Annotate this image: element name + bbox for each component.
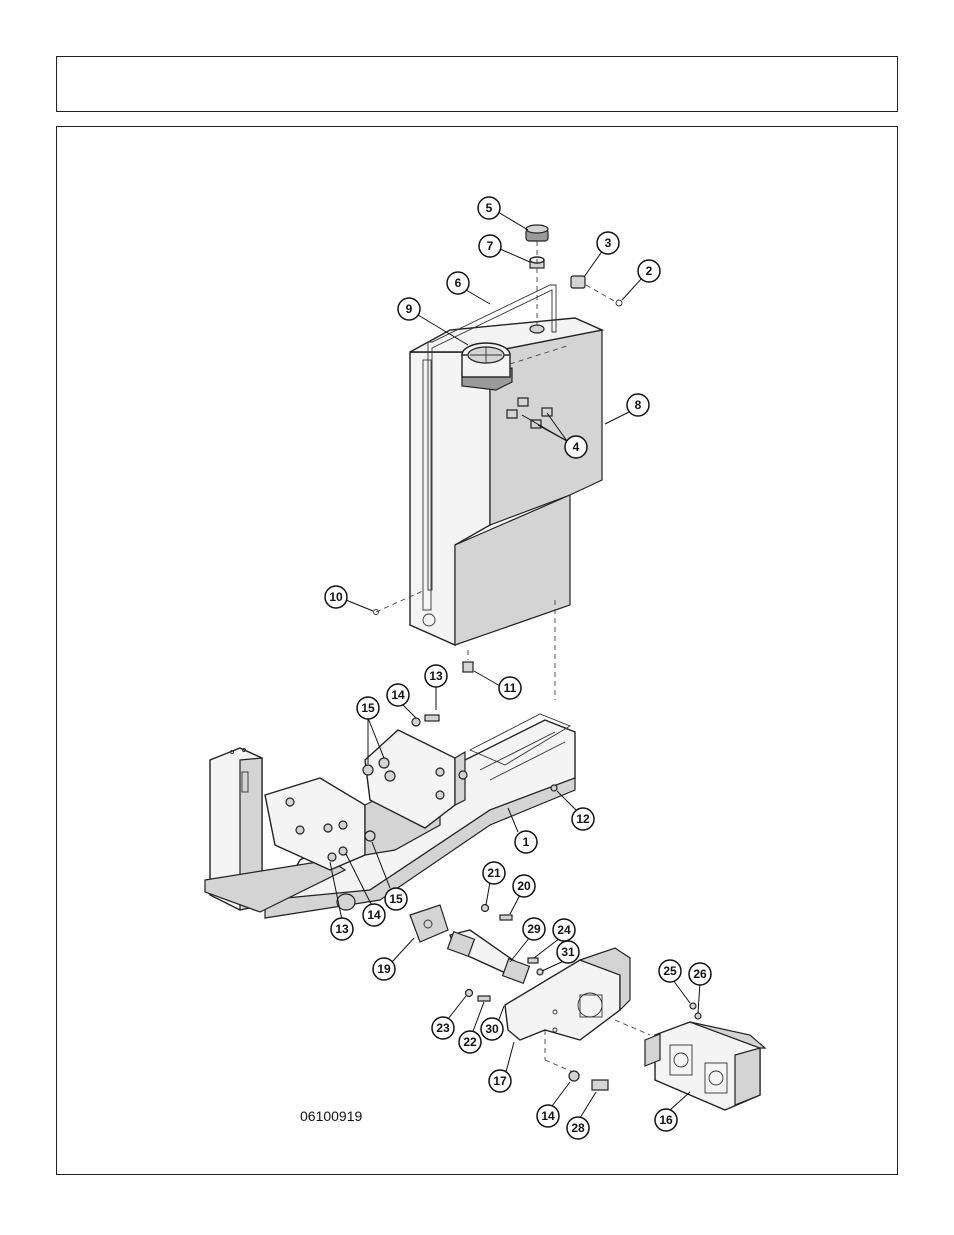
svg-text:20: 20 xyxy=(517,879,531,893)
callout-29: 29 xyxy=(523,918,545,940)
bolt-28 xyxy=(592,1080,608,1090)
svg-text:5: 5 xyxy=(486,201,493,215)
svg-text:13: 13 xyxy=(429,669,443,683)
svg-text:25: 25 xyxy=(663,964,677,978)
callout-4: 4 xyxy=(565,436,587,458)
callout-13-lower: 13 xyxy=(331,918,353,940)
svg-text:16: 16 xyxy=(659,1113,673,1127)
svg-text:24: 24 xyxy=(557,923,571,937)
drawing-number: 06100919 xyxy=(300,1108,362,1124)
callout-3: 3 xyxy=(597,232,619,254)
svg-text:26: 26 xyxy=(693,967,707,981)
svg-text:14: 14 xyxy=(541,1109,555,1123)
callout-8: 8 xyxy=(627,394,649,416)
drive-coupler xyxy=(410,905,543,1002)
callout-17: 17 xyxy=(489,1070,511,1092)
svg-text:15: 15 xyxy=(361,701,375,715)
callout-31: 31 xyxy=(557,941,579,963)
svg-text:1: 1 xyxy=(523,835,530,849)
svg-text:28: 28 xyxy=(571,1121,585,1135)
svg-text:31: 31 xyxy=(561,945,575,959)
callout-10: 10 xyxy=(325,586,347,608)
svg-text:2: 2 xyxy=(646,264,653,278)
svg-text:22: 22 xyxy=(463,1035,477,1049)
svg-text:23: 23 xyxy=(436,1021,450,1035)
callout-15-lower: 15 xyxy=(385,888,407,910)
callout-2: 2 xyxy=(638,260,660,282)
callout-15-upper: 15 xyxy=(357,697,379,719)
svg-text:14: 14 xyxy=(367,908,381,922)
callout-14-middle: 14 xyxy=(363,904,385,926)
svg-text:14: 14 xyxy=(391,688,405,702)
callout-26: 26 xyxy=(689,963,711,985)
svg-text:4: 4 xyxy=(573,440,580,454)
svg-text:15: 15 xyxy=(389,892,403,906)
callout-25: 25 xyxy=(659,960,681,982)
callout-11: 11 xyxy=(499,677,521,699)
svg-text:19: 19 xyxy=(377,962,391,976)
callout-12: 12 xyxy=(572,808,594,830)
callout-28: 28 xyxy=(567,1117,589,1139)
callout-1: 1 xyxy=(515,831,537,853)
callout-20: 20 xyxy=(513,875,535,897)
callout-7: 7 xyxy=(479,235,501,257)
callout-21: 21 xyxy=(483,862,505,884)
callout-5: 5 xyxy=(478,197,500,219)
svg-text:21: 21 xyxy=(487,866,501,880)
filler-neck xyxy=(530,325,544,333)
svg-text:13: 13 xyxy=(335,922,349,936)
svg-text:9: 9 xyxy=(406,302,413,316)
svg-text:29: 29 xyxy=(527,922,541,936)
svg-text:17: 17 xyxy=(493,1074,507,1088)
callout-23: 23 xyxy=(432,1017,454,1039)
callout-9: 9 xyxy=(398,298,420,320)
svg-text:7: 7 xyxy=(487,239,494,253)
fitting-2 xyxy=(616,300,622,306)
hydraulic-pump xyxy=(645,1003,765,1110)
washer-14 xyxy=(569,1071,579,1081)
svg-text:10: 10 xyxy=(329,590,343,604)
plug-3 xyxy=(571,276,585,288)
svg-text:3: 3 xyxy=(605,236,612,250)
callout-22: 22 xyxy=(459,1031,481,1053)
callout-24: 24 xyxy=(553,919,575,941)
svg-text:8: 8 xyxy=(635,398,642,412)
tank-filter xyxy=(462,343,512,390)
svg-text:12: 12 xyxy=(576,812,590,826)
callout-30: 30 xyxy=(481,1018,503,1040)
svg-text:11: 11 xyxy=(504,681,517,695)
callout-14-lower: 14 xyxy=(537,1105,559,1127)
callout-16: 16 xyxy=(655,1109,677,1131)
svg-text:30: 30 xyxy=(485,1022,499,1036)
tank-cap xyxy=(526,225,548,241)
callout-19: 19 xyxy=(373,958,395,980)
callout-14-upper: 14 xyxy=(387,684,409,706)
svg-text:6: 6 xyxy=(455,276,462,290)
callout-6: 6 xyxy=(447,272,469,294)
drain-plug xyxy=(463,662,473,672)
callout-13-upper: 13 xyxy=(425,665,447,687)
